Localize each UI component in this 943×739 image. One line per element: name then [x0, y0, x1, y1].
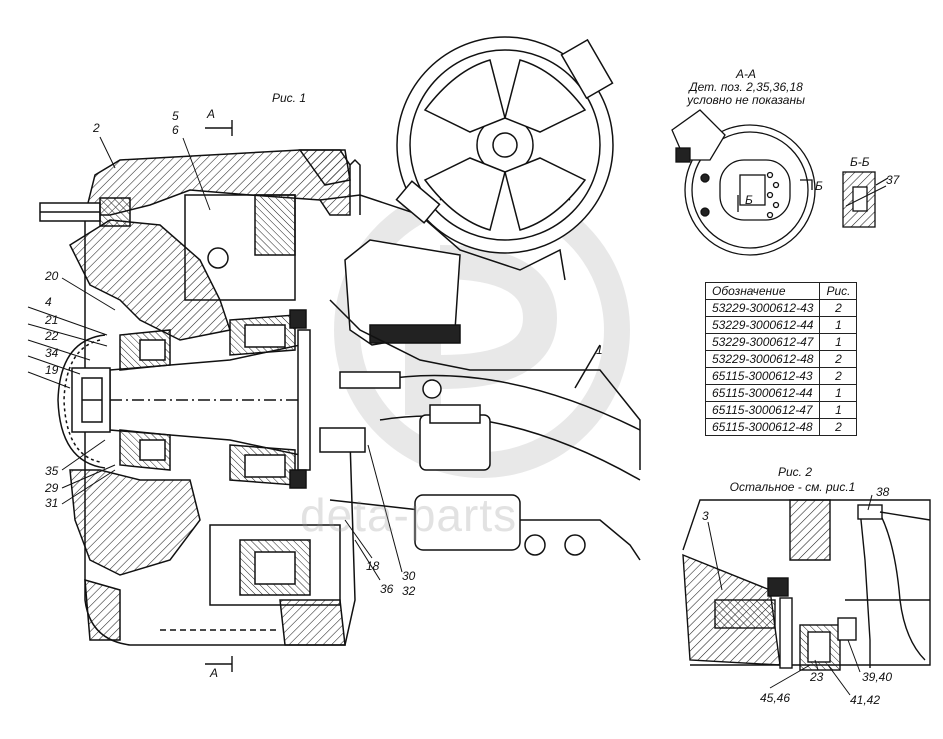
callout-30: 30: [402, 569, 416, 583]
callout-34: 34: [45, 346, 59, 360]
header-figure: Рис.: [819, 282, 858, 300]
callout-23: 23: [810, 670, 824, 684]
callout-39-40: 39,40: [862, 670, 893, 684]
callout-18: 18: [366, 559, 380, 573]
callout-1: 1: [596, 343, 603, 357]
callout-35: 35: [45, 464, 59, 478]
leader-lines: [27, 136, 887, 696]
section-aa-view: [671, 109, 816, 256]
callout-5: 5: [172, 109, 179, 123]
designation-cell: 65115-3000612-44: [704, 384, 821, 402]
section-marker-b-right: Б: [815, 179, 823, 193]
section-aa-note-2: условно не показаны: [687, 93, 805, 107]
figure-cell: 2: [819, 350, 858, 368]
watermark-text: deta-parts: [300, 489, 518, 541]
figure-cell: 1: [819, 316, 858, 334]
designation-cell: 65115-3000612-43: [704, 367, 821, 385]
callout-19: 19: [45, 363, 59, 377]
section-aa-note-1: Дет. поз. 2,35,36,18: [689, 80, 803, 94]
header-designation: Обозначение: [704, 282, 821, 300]
designation-cell: 53229-3000612-44: [704, 316, 821, 334]
figure-cell: 1: [819, 401, 858, 419]
figure2-caption: Рис. 2: [777, 465, 813, 479]
section-aa-title: А-А: [735, 67, 756, 81]
figure2-detail: [682, 499, 931, 671]
knuckle-and-arm: [319, 194, 641, 561]
designation-cell: 53229-3000612-43: [704, 299, 821, 317]
table-header-row: Обозначение Рис.: [704, 282, 858, 300]
figure-cell: 1: [819, 333, 858, 351]
designation-cell: 65115-3000612-48: [704, 418, 821, 436]
designation-cell: 53229-3000612-48: [704, 350, 821, 368]
callout-22: 22: [45, 329, 59, 343]
figure-cell: 2: [819, 299, 858, 317]
callout-37: 37: [886, 173, 900, 187]
brake-chamber: [395, 36, 614, 254]
figure2-subcaption: Остальное - см. рис.1: [729, 480, 856, 494]
designation-cell: 53229-3000612-47: [704, 333, 821, 351]
cut-mark-top-label: А: [207, 107, 216, 121]
figure1-caption: Рис. 1: [272, 91, 307, 105]
section-bb-title: Б-Б: [850, 155, 870, 169]
figure-cell: 2: [819, 418, 858, 436]
callout-41-42: 41,42: [850, 693, 881, 707]
figure-cell: 1: [819, 384, 858, 402]
callout-29: 29: [45, 481, 59, 495]
callout-21: 21: [45, 313, 59, 327]
figure1-hub-assembly: [39, 149, 361, 646]
section-marker-b-left: Б: [745, 193, 753, 207]
callout-45-46: 45,46: [760, 691, 791, 705]
section-bb-view: [842, 171, 889, 228]
callout-2: 2: [93, 121, 100, 135]
cut-mark-top: [205, 120, 233, 136]
callout-36: 36: [380, 582, 394, 596]
callout-38: 38: [876, 485, 890, 499]
callout-6: 6: [172, 123, 179, 137]
cut-mark-bottom-label: А: [210, 666, 219, 680]
callout-32: 32: [402, 584, 416, 598]
callout-4: 4: [45, 295, 52, 309]
designation-cell: 65115-3000612-47: [704, 401, 821, 419]
callout-31: 31: [45, 496, 59, 510]
callout-3: 3: [702, 509, 709, 523]
callout-20: 20: [45, 269, 59, 283]
cut-mark-bottom: [205, 656, 233, 672]
figure-cell: 2: [819, 367, 858, 385]
